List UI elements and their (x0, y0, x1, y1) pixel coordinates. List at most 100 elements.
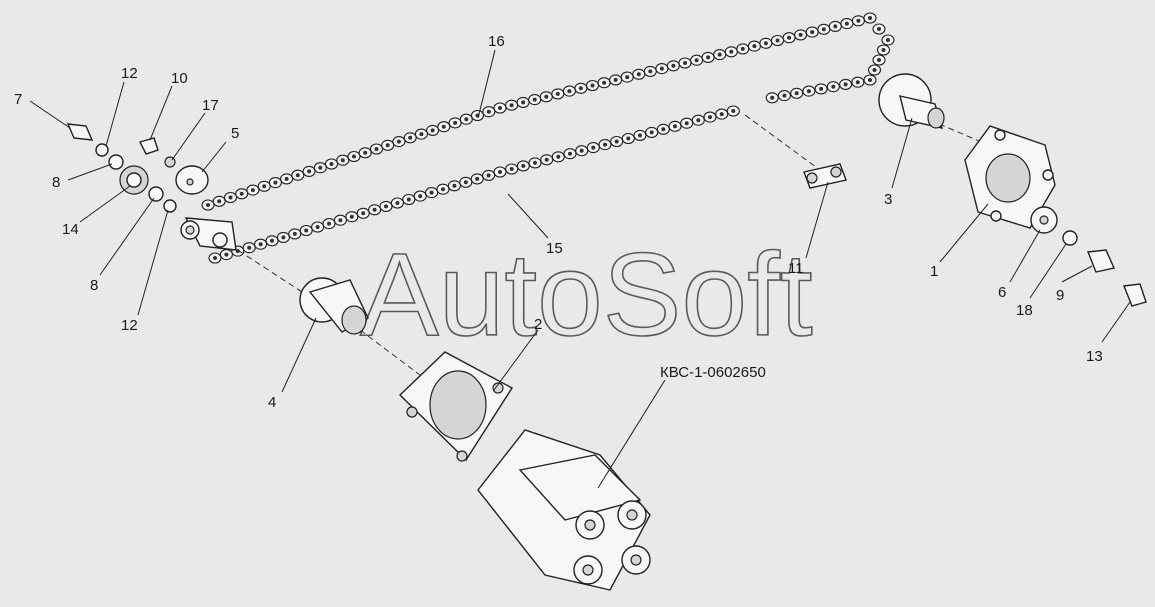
driven-sprocket (878, 73, 945, 129)
callout-6: 6 (998, 284, 1006, 301)
chain-pin (384, 204, 388, 209)
roller-chain (201, 12, 895, 264)
chain-pin (694, 58, 699, 63)
chain-pin (453, 120, 458, 125)
chain-pin (396, 139, 401, 144)
chain-pin (831, 84, 836, 89)
chain-pin (843, 82, 848, 87)
chain-pin (625, 75, 630, 80)
callout-12-top: 12 (121, 65, 138, 82)
chain-pin (782, 93, 787, 98)
chain-pin (877, 27, 881, 31)
chain-pin (235, 249, 240, 254)
hydraulic-pump (477, 429, 651, 591)
chain-pin (349, 214, 354, 219)
chain-pin (706, 55, 711, 60)
callout-17: 17 (202, 97, 219, 114)
callout-13: 13 (1086, 348, 1103, 365)
chain-pin (206, 203, 210, 207)
chain-pin (258, 242, 263, 247)
chain-pin (418, 194, 423, 199)
chain-pin (544, 157, 549, 162)
chain-pin (603, 142, 607, 147)
chain-pin (794, 91, 799, 96)
chain-pin (868, 16, 872, 20)
pump-flange (398, 351, 513, 462)
chain-pin (304, 228, 309, 233)
chain-pin (763, 41, 768, 46)
chain-pin (262, 184, 267, 189)
chain-pin (498, 106, 502, 110)
chain-pin (636, 72, 641, 77)
chain-pin (717, 52, 722, 57)
drive-sprocket (299, 277, 369, 335)
chain-pin (648, 69, 653, 74)
chain-pin (217, 199, 222, 204)
leader-lines (29, 49, 1131, 489)
chain-pin (614, 139, 619, 144)
chain-pin (318, 165, 323, 170)
chain-pin (408, 135, 413, 140)
chain-pin (671, 63, 676, 68)
chain-pin (374, 147, 379, 151)
chain-pin (872, 68, 877, 72)
chain-pin (683, 61, 687, 65)
watermark: AutoSoft (360, 229, 813, 361)
chain-pin (868, 78, 872, 82)
chain-pin (239, 191, 244, 196)
chain-pin (521, 100, 526, 105)
chain-pin (856, 18, 861, 23)
chain-pin (464, 117, 469, 122)
bearing-housing (964, 125, 1056, 229)
chain-pin (821, 27, 826, 32)
chain-pin (579, 148, 584, 153)
callout-15: 15 (546, 240, 563, 257)
chain-pin (590, 83, 595, 88)
chain-pin (509, 103, 514, 108)
chain-pin (555, 91, 560, 96)
callout-9: 9 (1056, 287, 1064, 304)
chain-pin (602, 80, 607, 85)
callout-8-bottom: 8 (90, 277, 98, 294)
chain-pin (429, 190, 434, 195)
callout-18: 18 (1016, 302, 1033, 319)
chain-pin (327, 221, 331, 226)
chain-pin (329, 162, 334, 166)
chain-pin (833, 24, 838, 29)
chain-pin (775, 38, 780, 43)
chain-pin (273, 180, 278, 185)
chain-pin (498, 170, 502, 174)
chain-pin (567, 89, 572, 94)
callout-8-top: 8 (52, 174, 60, 191)
chain-pin (798, 32, 803, 37)
callout-16: 16 (488, 33, 505, 50)
chain-pin (250, 188, 255, 193)
chain-pin (307, 169, 312, 174)
chain-pin (740, 46, 745, 51)
chain-pin (844, 21, 849, 26)
chain-pin (673, 124, 677, 129)
chain-pin (544, 94, 549, 99)
chain-pin (340, 158, 345, 163)
chain-pin (385, 143, 390, 148)
chain-pin (886, 38, 890, 42)
chain-pin (708, 115, 712, 120)
chain-pin (819, 86, 824, 91)
chain-pin (224, 252, 229, 257)
chain-pin (855, 80, 860, 85)
chain-pin (729, 49, 734, 54)
chain-pin (463, 180, 468, 185)
chain-pin (521, 163, 526, 168)
chain-pin (568, 151, 572, 156)
chain-pin (509, 167, 514, 171)
callout-labels: 7 12 10 17 5 8 14 8 12 4 2 КВС-1-0602650… (14, 33, 1103, 411)
callout-5: 5 (231, 125, 239, 142)
chain-pin (881, 48, 886, 52)
callout-3: 3 (884, 191, 892, 208)
chain-pin (270, 238, 274, 243)
chain-pin (315, 225, 320, 229)
chain-pin (806, 89, 811, 94)
chain-pin (430, 128, 435, 133)
chain-pin (338, 218, 343, 223)
chain-pin (228, 195, 233, 200)
